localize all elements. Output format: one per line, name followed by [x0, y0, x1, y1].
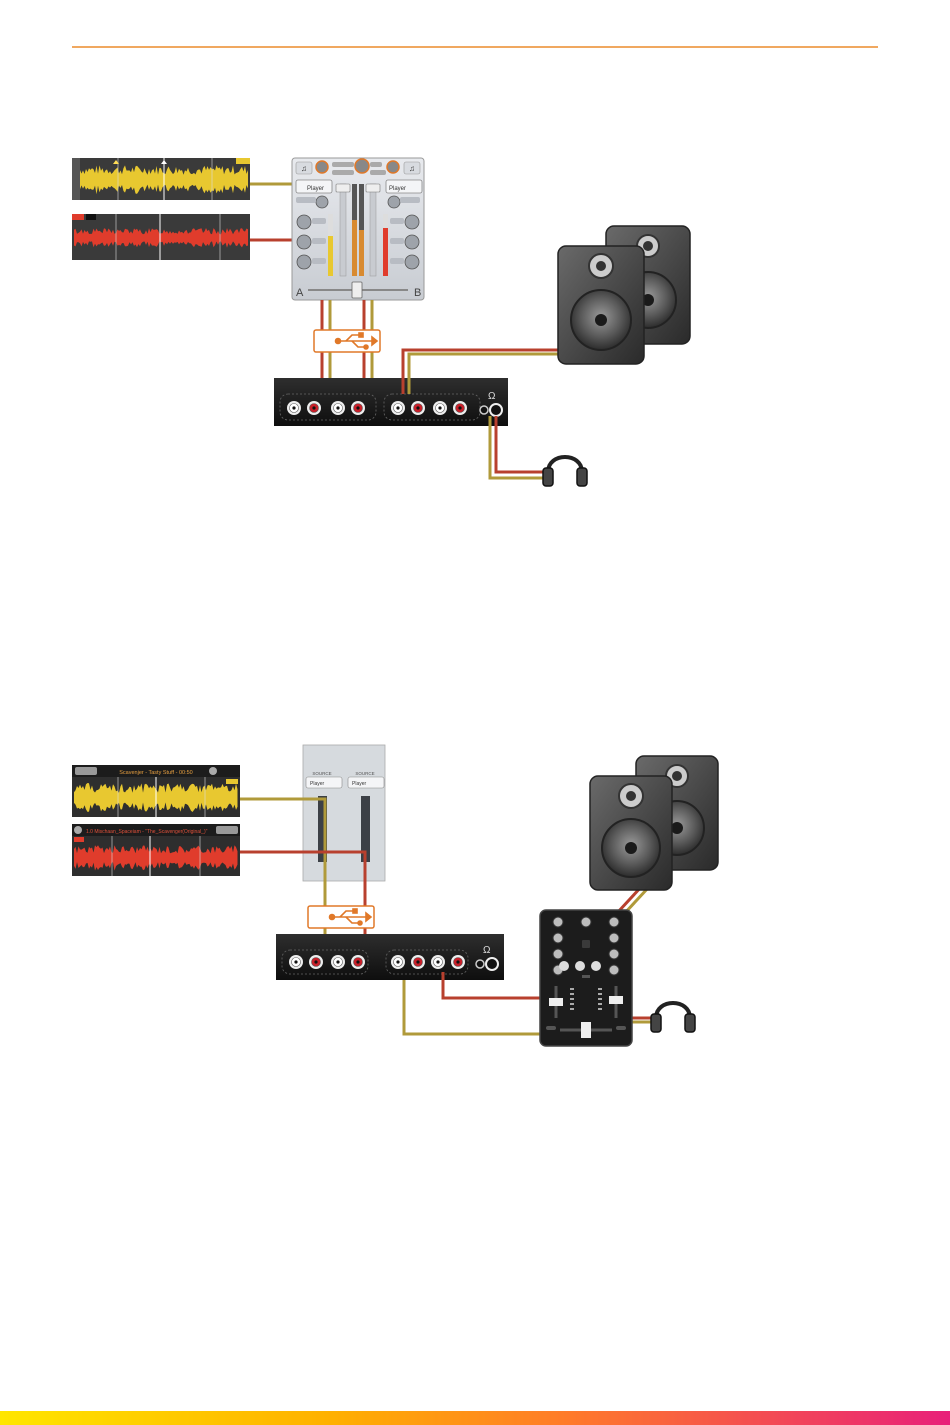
controller-knob — [553, 933, 563, 943]
speaker-icon — [558, 226, 690, 364]
mixer-player-left-label: Player — [307, 186, 324, 192]
rca-jack-hole — [314, 960, 317, 963]
routing-player-left: Player — [310, 781, 325, 787]
audio-interface-2: Ω — [276, 934, 504, 980]
deck-top-title: Scavenjer - Tasty Stuff - 00:50 — [119, 770, 192, 776]
cable-interface-controller-gold — [404, 980, 540, 1034]
rca-jack-hole — [456, 960, 459, 963]
rca-jack-hole — [292, 406, 295, 409]
rca-jack-hole — [336, 406, 339, 409]
software-mixer: ♫ ♫ Player Player — [292, 158, 424, 300]
rca-jack-hole — [312, 406, 315, 409]
crossfader-b-label: B — [414, 287, 421, 299]
usb-connector — [314, 330, 380, 352]
rca-jack-hole — [396, 406, 399, 409]
headphones-icon — [543, 457, 587, 486]
rca-jack-hole — [294, 960, 297, 963]
rca-jack-hole — [356, 960, 359, 963]
headphones-icon — [651, 1003, 695, 1032]
usb-connector-2 — [308, 906, 374, 928]
dj-controller-icon — [540, 910, 632, 1046]
mixer-player-right-label: Player — [389, 186, 406, 192]
deck-4-waveform: 1.0 Mischaan_Spaceiam - "The_Scavenger(O… — [72, 824, 240, 876]
rca-jack-hole — [396, 960, 399, 963]
headphone-cue-right-icon: ♫ — [409, 164, 415, 173]
controller-knob — [553, 949, 563, 959]
controller-knob — [581, 917, 591, 927]
routing-player-right: Player — [352, 781, 367, 787]
diagram-1: ♫ ♫ Player Player — [72, 158, 690, 486]
controller-knob — [609, 965, 619, 975]
routing-left-label: SOURCE — [312, 771, 331, 776]
rca-jack-hole — [416, 960, 419, 963]
headphone-output-icon-2: Ω — [483, 945, 491, 956]
deck-2-waveform — [72, 214, 250, 260]
deck-1-waveform — [72, 158, 250, 200]
routing-right-label: SOURCE — [355, 771, 374, 776]
headphone-cue-left-icon: ♫ — [301, 164, 307, 173]
speaker-icon — [590, 756, 718, 890]
diagram-2: Scavenjer - Tasty Stuff - 00:50 1.0 Misc… — [72, 745, 718, 1046]
controller-knob — [609, 949, 619, 959]
controller-knob — [553, 917, 563, 927]
rca-jack-hole — [436, 960, 439, 963]
crossfader-a-label: A — [296, 287, 304, 299]
controller-knob — [609, 933, 619, 943]
rca-jack-hole — [458, 406, 461, 409]
audio-interface: Ω — [274, 378, 508, 426]
rca-jack-hole — [416, 406, 419, 409]
deck-bottom-title: 1.0 Mischaan_Spaceiam - "The_Scavenger(O… — [86, 829, 208, 835]
deck-3-waveform: Scavenjer - Tasty Stuff - 00:50 — [72, 765, 240, 817]
rca-jack-hole — [438, 406, 441, 409]
rca-jack-hole — [336, 960, 339, 963]
routing-panel: SOURCE SOURCE Player Player — [303, 745, 385, 881]
controller-knob — [609, 917, 619, 927]
headphone-output-icon: Ω — [488, 391, 496, 402]
rca-jack-hole — [356, 406, 359, 409]
bottom-gradient-bar — [0, 1411, 950, 1425]
